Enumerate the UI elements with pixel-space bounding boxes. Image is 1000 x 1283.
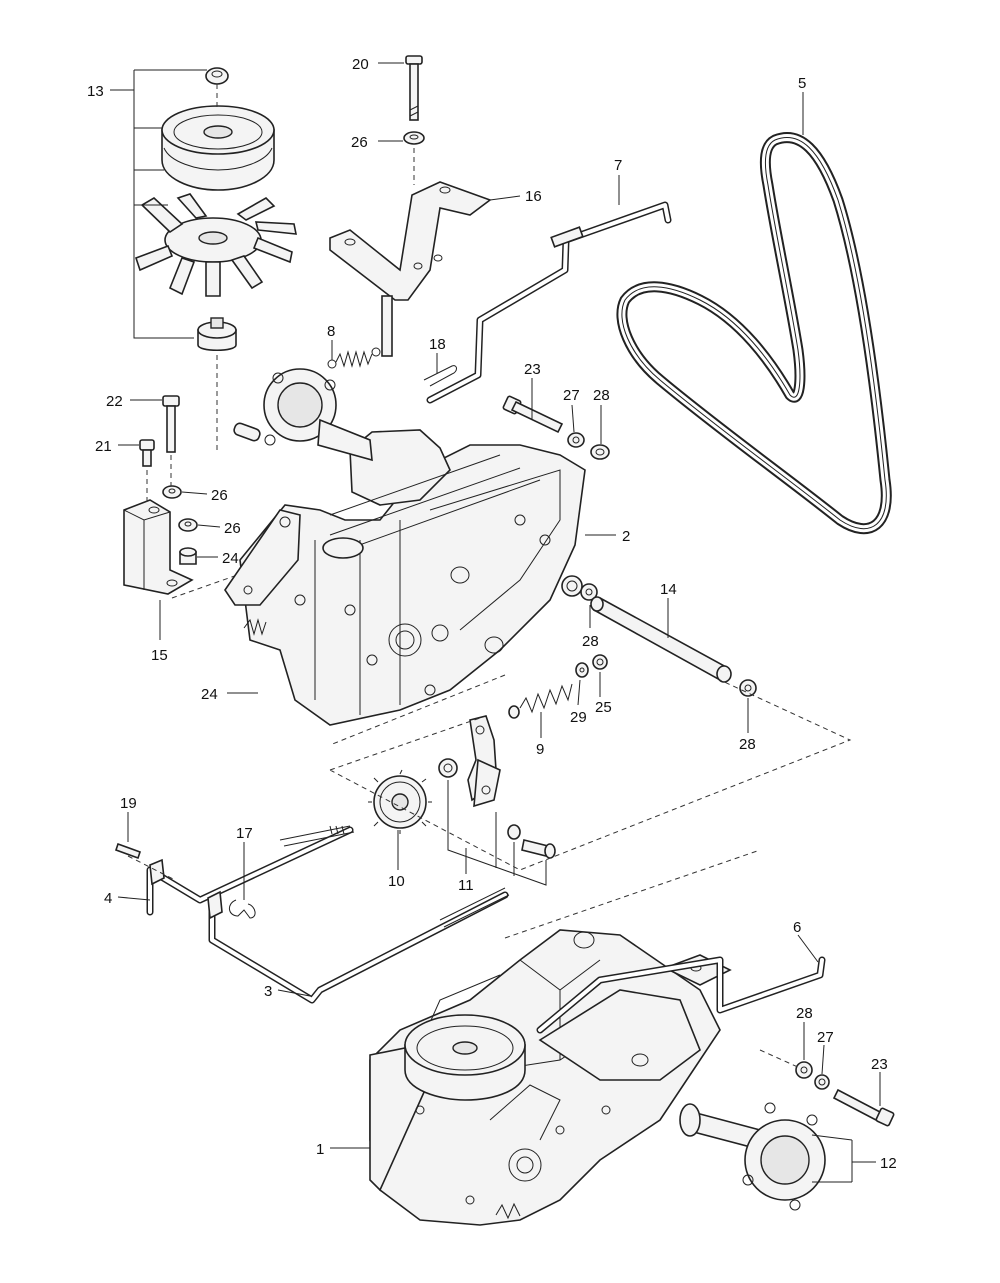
input-axle	[233, 368, 373, 462]
callout-10: 10	[388, 873, 405, 890]
callout-24: 24	[201, 686, 218, 703]
washer-28-lower	[795, 1061, 813, 1079]
callout-22: 22	[106, 393, 123, 410]
pulley-hub	[197, 317, 237, 352]
callout-20: 20	[352, 56, 369, 73]
pulley-fan-assembly	[110, 67, 297, 450]
washer-11	[507, 824, 521, 840]
callout-27: 27	[817, 1029, 834, 1046]
control-rod-7	[426, 201, 672, 404]
bolt-11	[521, 839, 556, 859]
callout-28: 28	[796, 1005, 813, 1022]
callout-16: 16	[525, 188, 542, 205]
bolt-20	[405, 55, 423, 121]
callout-23: 23	[871, 1056, 888, 1073]
nut-25	[592, 654, 608, 670]
callout-13: 13	[87, 83, 104, 100]
spring-8	[327, 347, 381, 369]
washer-26-b	[178, 518, 198, 532]
callout-21: 21	[95, 438, 112, 455]
callout-28: 28	[582, 633, 599, 650]
callout-3: 3	[264, 983, 272, 1000]
bolt-23-lower	[832, 1088, 895, 1127]
callout-28: 28	[593, 387, 610, 404]
callout-12: 12	[880, 1155, 897, 1172]
clip-17	[229, 899, 256, 919]
transmission-lower	[369, 929, 721, 1226]
callout-14: 14	[660, 581, 677, 598]
pulley	[161, 105, 275, 191]
bolt-22	[162, 395, 180, 453]
washer-28-right	[739, 679, 757, 697]
lower-pulley	[404, 1014, 526, 1101]
callout-9: 9	[536, 741, 544, 758]
shaft-14	[590, 596, 732, 683]
transmission-upper	[224, 368, 586, 726]
callout-2: 2	[622, 528, 630, 545]
callout-5: 5	[798, 75, 806, 92]
washer-26-a	[162, 485, 182, 499]
bushing	[561, 575, 583, 597]
callout-11: 11	[458, 877, 474, 894]
callout-17: 17	[236, 825, 253, 842]
bolt-23-top	[502, 395, 564, 434]
bracket-15	[123, 499, 194, 595]
spring-9	[508, 683, 573, 719]
nut-24-a	[179, 547, 197, 565]
washer-27-top	[567, 432, 585, 448]
washer-27-lower	[814, 1074, 830, 1090]
washer-26-top	[403, 131, 425, 145]
callout-15: 15	[151, 647, 168, 664]
callout-labels: 13 20 26 5 7 16 8 18 23 27 28 22 21 26 2…	[87, 56, 897, 1172]
callout-28: 28	[739, 736, 756, 753]
callout-4: 4	[104, 890, 112, 907]
washer-28-top	[590, 444, 610, 460]
cooling-fan	[134, 193, 297, 297]
callout-7: 7	[614, 157, 622, 174]
bracket-16	[329, 181, 492, 357]
threaded-end-4	[279, 825, 355, 847]
output-axle-12	[679, 1102, 826, 1211]
rod-3	[207, 887, 510, 1004]
hairpin-18	[423, 365, 457, 387]
brake-lever	[467, 715, 501, 808]
callout-24: 24	[222, 550, 239, 567]
callout-18: 18	[429, 336, 446, 353]
control-rod-6	[536, 956, 826, 1034]
washer-28-mid	[580, 583, 598, 601]
callout-23: 23	[524, 361, 541, 378]
pin-19	[114, 842, 142, 860]
callout-29: 29	[570, 709, 587, 726]
washer-29	[575, 662, 589, 678]
callout-26: 26	[224, 520, 241, 537]
sprocket-10	[368, 769, 432, 834]
callout-19: 19	[120, 795, 137, 812]
bushing-11	[438, 758, 458, 778]
callout-27: 27	[563, 387, 580, 404]
pulley-nut	[205, 67, 229, 85]
callout-8: 8	[327, 323, 335, 340]
callout-1: 1	[316, 1141, 324, 1158]
callout-26: 26	[351, 134, 368, 151]
rod-4	[146, 826, 354, 916]
leader-lines	[117, 62, 881, 1183]
callout-6: 6	[793, 919, 801, 936]
callout-25: 25	[595, 699, 612, 716]
callout-26: 26	[211, 487, 228, 504]
drive-belt	[616, 132, 892, 535]
bolt-21	[139, 439, 155, 467]
